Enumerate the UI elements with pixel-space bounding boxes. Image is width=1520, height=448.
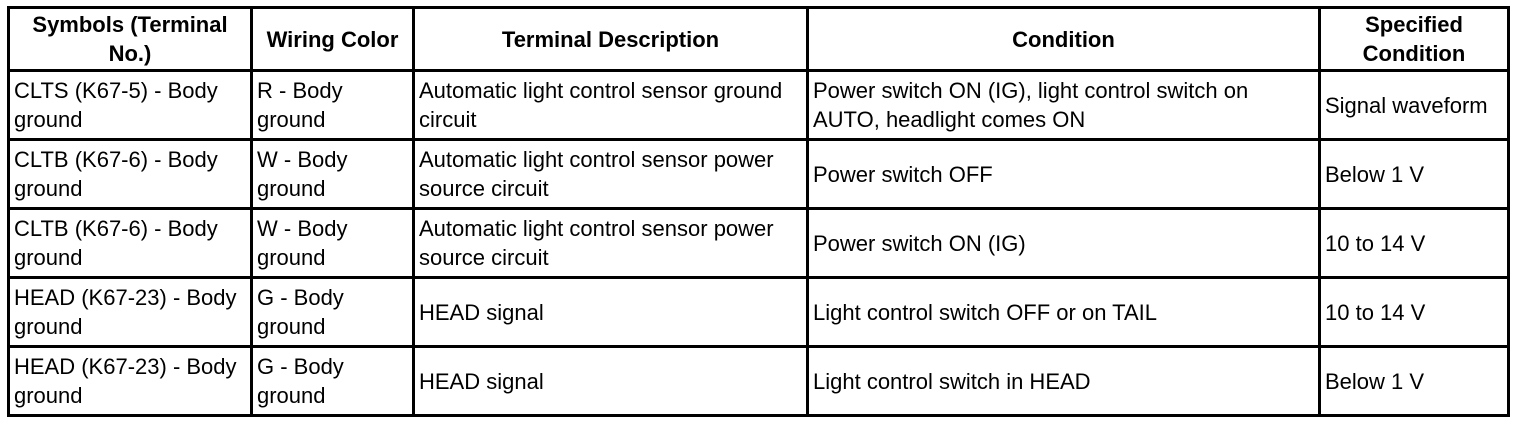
table-header-row: Symbols (Terminal No.) Wiring Color Term… — [7, 6, 1510, 72]
cell-condition: Power switch ON (IG), light control swit… — [806, 69, 1321, 141]
cell-condition: Power switch ON (IG) — [806, 207, 1321, 279]
cell-specified: 10 to 14 V — [1318, 207, 1510, 279]
cell-specified: Below 1 V — [1318, 345, 1510, 417]
header-symbols: Symbols (Terminal No.) — [7, 6, 253, 72]
cell-wiring-color: G - Body ground — [250, 345, 415, 417]
table-row: CLTB (K67-6) - Body ground W - Body grou… — [7, 207, 1510, 279]
cell-specified: Below 1 V — [1318, 138, 1510, 210]
cell-description: Automatic light control sensor ground ci… — [412, 69, 809, 141]
terminal-table: Symbols (Terminal No.) Wiring Color Term… — [7, 6, 1510, 417]
table-row: HEAD (K67-23) - Body ground G - Body gro… — [7, 276, 1510, 348]
cell-condition: Light control switch in HEAD — [806, 345, 1321, 417]
cell-specified: Signal waveform — [1318, 69, 1510, 141]
cell-symbol: HEAD (K67-23) - Body ground — [7, 345, 253, 417]
header-wiring-color: Wiring Color — [250, 6, 415, 72]
cell-symbol: CLTS (K67-5) - Body ground — [7, 69, 253, 141]
cell-specified: 10 to 14 V — [1318, 276, 1510, 348]
cell-condition: Light control switch OFF or on TAIL — [806, 276, 1321, 348]
cell-description: Automatic light control sensor power sou… — [412, 207, 809, 279]
terminal-table-container: Symbols (Terminal No.) Wiring Color Term… — [7, 6, 1510, 417]
cell-wiring-color: R - Body ground — [250, 69, 415, 141]
table-row: CLTB (K67-6) - Body ground W - Body grou… — [7, 138, 1510, 210]
header-specified-condition: Specified Condition — [1318, 6, 1510, 72]
cell-condition: Power switch OFF — [806, 138, 1321, 210]
cell-symbol: CLTB (K67-6) - Body ground — [7, 138, 253, 210]
header-condition: Condition — [806, 6, 1321, 72]
cell-description: Automatic light control sensor power sou… — [412, 138, 809, 210]
cell-wiring-color: W - Body ground — [250, 138, 415, 210]
cell-description: HEAD signal — [412, 276, 809, 348]
cell-wiring-color: G - Body ground — [250, 276, 415, 348]
table-row: CLTS (K67-5) - Body ground R - Body grou… — [7, 69, 1510, 141]
cell-wiring-color: W - Body ground — [250, 207, 415, 279]
table-row: HEAD (K67-23) - Body ground G - Body gro… — [7, 345, 1510, 417]
cell-description: HEAD signal — [412, 345, 809, 417]
header-terminal-description: Terminal Description — [412, 6, 809, 72]
cell-symbol: CLTB (K67-6) - Body ground — [7, 207, 253, 279]
cell-symbol: HEAD (K67-23) - Body ground — [7, 276, 253, 348]
